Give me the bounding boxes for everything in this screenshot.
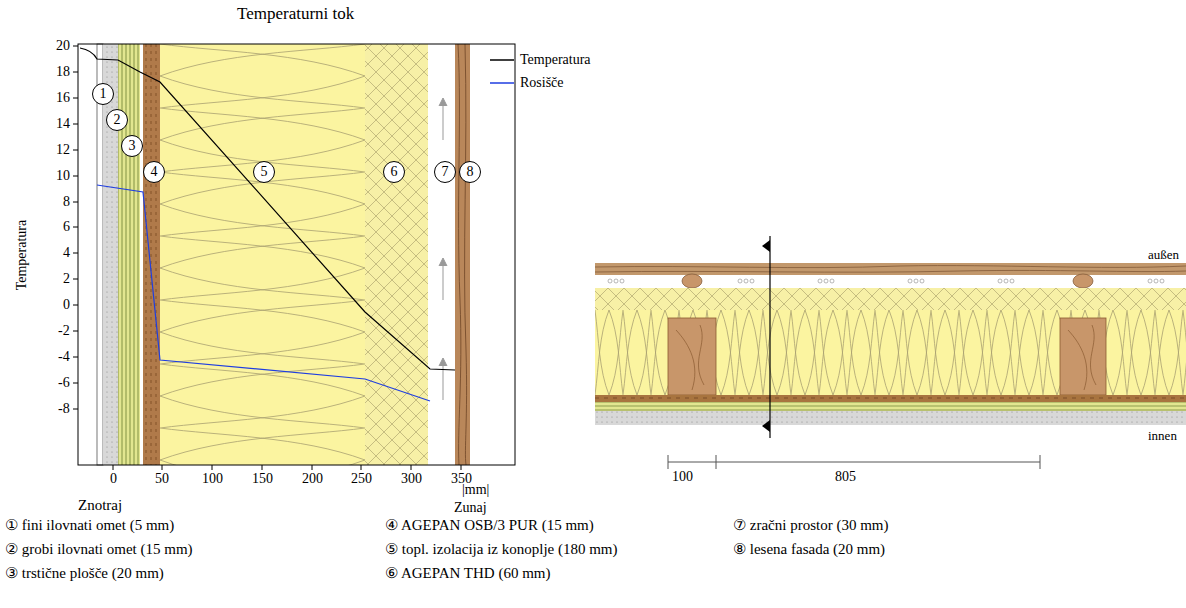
callout-number: 2 [114,113,121,127]
tick-label: 2 [63,271,70,287]
layer-caption: ⑤ topl. izolacija iz konoplje (180 mm) [385,541,618,558]
layer-caption: ⑥ AGEPAN THD (60 mm) [385,565,551,582]
tick-label: 100 [202,471,223,487]
callout-number: 3 [129,139,136,153]
callout-number: 6 [391,165,398,179]
callout-circle: 8 [459,161,481,183]
side-label: innen [1148,429,1177,444]
chart-title: Temperaturni tok [237,4,354,24]
tick-label: 20 [56,38,70,54]
callout-circle: 6 [383,161,405,183]
tick-label: 4 [63,245,70,261]
tick-label: 50 [155,471,169,487]
tick-label: 300 [401,471,422,487]
callout-number: 5 [261,165,268,179]
unit-label: |mm| [462,482,489,498]
side-label: außen [1148,248,1179,263]
callout-circle: 4 [143,161,165,183]
callout-number: 7 [442,165,449,179]
tick-label: -2 [58,323,70,339]
tick-label: -4 [58,349,70,365]
dimension-label: 100 [672,469,693,485]
layer-caption: ④ AGEPAN OSB/3 PUR (15 mm) [385,517,594,534]
dimension-label: 805 [835,469,856,485]
side-label: Znotraj [78,497,122,514]
tick-label: 16 [56,90,70,106]
layer-caption: ⑧ lesena fasada (20 mm) [733,541,885,558]
legend-text: Temperatura [520,52,591,68]
tick-label: 10 [56,168,70,184]
side-label: Zunaj [454,500,487,516]
callout-circle: 5 [253,161,275,183]
callout-number: 1 [100,87,107,101]
callout-circle: 2 [106,109,128,131]
tick-label: -6 [58,375,70,391]
tick-label: -8 [58,401,70,417]
tick-label: 250 [351,471,372,487]
callout-circle: 1 [92,83,114,105]
tick-label: 150 [252,471,273,487]
callout-circle: 3 [121,135,143,157]
axis-label: Temperatura [14,220,30,291]
layer-caption: ⑦ zračni prostor (30 mm) [733,517,888,534]
tick-label: 14 [56,116,70,132]
callout-circle: 7 [434,161,456,183]
tick-label: 0 [110,471,117,487]
callout-number: 8 [467,165,474,179]
layer-caption: ① fini ilovnati omet (5 mm) [5,517,174,534]
tick-label: 200 [302,471,323,487]
layer-caption: ③ trstične plošče (20 mm) [5,565,164,582]
legend-text: Rosišče [520,75,564,91]
layer-caption: ② grobi ilovnati omet (15 mm) [5,541,193,558]
tick-label: 12 [56,142,70,158]
tick-label: 0 [63,297,70,313]
tick-label: 8 [63,194,70,210]
callout-number: 4 [151,165,158,179]
tick-label: 18 [56,64,70,80]
tick-label: 6 [63,219,70,235]
